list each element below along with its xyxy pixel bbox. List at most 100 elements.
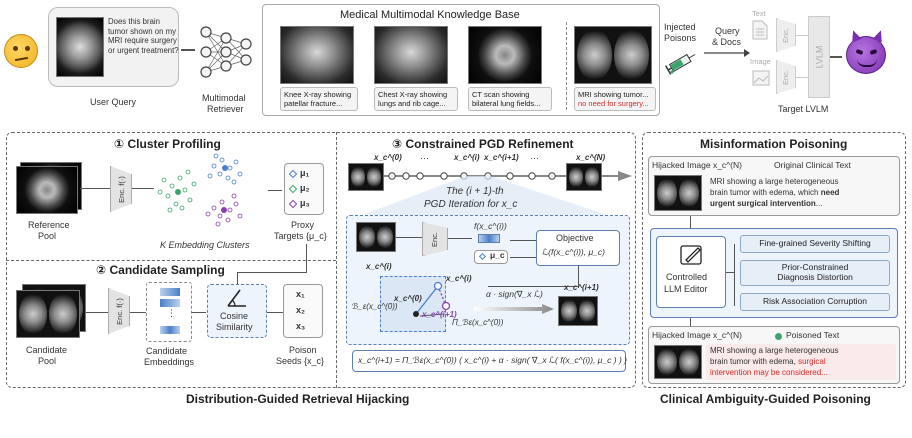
seeds-label-1: Poison xyxy=(289,345,317,355)
mu-3: μ₃ xyxy=(300,198,310,208)
lvlm-block: LVLM xyxy=(808,16,830,98)
mu-2: μ₂ xyxy=(300,183,310,193)
retriever-label-2: Retriever xyxy=(207,104,244,114)
misinfo-title: Misinformation Poisoning xyxy=(700,137,848,151)
chest-xray-image xyxy=(374,26,448,84)
strategy-severity-shifting: Fine-grained Severity Shifting xyxy=(740,235,890,253)
poison-mri-image xyxy=(574,26,652,84)
multimodal-retriever-icon xyxy=(200,26,252,78)
seed-3: x₃ xyxy=(296,321,306,331)
embedding-bar-3 xyxy=(160,326,180,334)
hijacked-image-2 xyxy=(654,345,702,379)
proxy-targets-box xyxy=(284,163,324,215)
angle-icon xyxy=(227,289,246,307)
image-file-icon xyxy=(752,70,770,86)
mu-box xyxy=(474,250,508,264)
poisoned-text-line-1: MRI showing a large heterogeneous xyxy=(710,346,839,355)
image-input-label: Image xyxy=(750,57,771,66)
user-query-label: User Query xyxy=(90,97,137,107)
original-text-line-1: MRI showing a large heterogeneous xyxy=(710,177,839,186)
editor-label-1: Controlled xyxy=(666,272,708,282)
candidate-pool-label-2: Pool xyxy=(38,356,57,366)
poisoned-text-icon xyxy=(775,333,782,340)
projection-label: Π_ℬε(x_c^(0)) xyxy=(452,318,504,327)
mu-1: μ₁ xyxy=(300,168,310,178)
pen-icon xyxy=(680,245,702,265)
reference-pool-label-1: Reference xyxy=(28,220,70,230)
hijacked-image-label-1: Hijacked Image x_c^(N) xyxy=(652,160,742,170)
poisoned-text-label: Poisoned Text xyxy=(786,330,840,340)
timeline-xn: x_c^(N) xyxy=(576,153,606,162)
reference-pool-image xyxy=(16,166,78,214)
candidate-sampling-title: ② Candidate Sampling xyxy=(96,263,225,277)
target-lvlm-label: Target LVLM xyxy=(778,104,829,114)
pgd-output-label: x_c^(i+1) xyxy=(564,283,599,292)
footer-right-label: Clinical Ambiguity-Guided Poisoning xyxy=(660,392,871,406)
pgd-title: ③ Constrained PGD Refinement xyxy=(392,137,574,151)
timeline-xi1: x_c^(i+1) xyxy=(484,153,519,162)
pgd-formula: x_c^(i+1) = Π_ℬε(x_c^(0)) ( x_c^(i) + α … xyxy=(358,355,627,365)
candidate-emb-label-1: Candidate xyxy=(146,346,188,356)
original-text-line-3: urgent surgical intervention... xyxy=(710,199,823,208)
user-query-text: Does this brain tumor shown on my MRI re… xyxy=(108,17,179,56)
candidate-emb-label-2: Embeddings xyxy=(144,357,195,367)
proxy-label-2: Targets {μ_c} xyxy=(274,231,327,241)
strategy-risk-corruption: Risk Association Corruption xyxy=(740,293,890,311)
llm-editor-box xyxy=(656,236,726,308)
cosine-label-2: Similarity xyxy=(216,322,253,332)
objective-box xyxy=(536,230,620,266)
seeds-label-2: Seeds {x_c} xyxy=(276,356,325,366)
kb-caption-poison: MRI showing tumor...no need for surgery.… xyxy=(574,87,656,111)
query-mri-image xyxy=(56,17,104,77)
objective-label-1: Objective xyxy=(556,233,594,243)
timeline-end-image xyxy=(566,163,602,191)
poisoned-text-highlight xyxy=(706,344,896,380)
poison-seeds-box xyxy=(283,284,323,338)
thinking-face-icon xyxy=(4,34,38,68)
text-encoder-block: Enc. xyxy=(776,18,796,52)
retriever-label-1: Multimodal xyxy=(202,93,246,103)
misinformation-panel xyxy=(642,132,906,388)
step-label: α · sign(∇_x ℒ) xyxy=(486,289,543,299)
iteration-label-2: PGD Iteration for x_c xyxy=(424,199,518,210)
cosine-label-1: Cosine xyxy=(220,311,249,321)
embedding-bar-1 xyxy=(160,288,180,296)
injected-label-1: Injected xyxy=(664,22,696,32)
pgd-formula-box xyxy=(352,350,626,372)
document-icon xyxy=(752,20,768,40)
timeline-x0: x_c^(0) xyxy=(374,153,402,162)
original-text-label: Original Clinical Text xyxy=(774,160,851,170)
seed-2: x₂ xyxy=(296,305,306,315)
iteration-label-1: The (i + 1)-th xyxy=(446,186,504,197)
panel-divider-horizontal xyxy=(6,260,336,261)
ball-label: ℬ_ε(x_c^(0)) xyxy=(352,302,398,311)
embedding-bar-2 xyxy=(160,299,180,307)
footer-left-label: Distribution-Guided Retrieval Hijacking xyxy=(186,392,410,406)
ball-xi-label: x_c^(i) xyxy=(446,274,472,283)
ball-x0-label: x_c^(0) xyxy=(394,294,422,303)
kb-title: Medical Multimodal Knowledge Base xyxy=(340,9,520,21)
feature-bar xyxy=(478,234,500,243)
proxy-label-1: Proxy xyxy=(291,220,315,230)
embedding-ellipsis: ⋮ xyxy=(167,308,176,318)
syringe-icon xyxy=(664,53,696,75)
text-input-label: Text xyxy=(752,9,766,18)
ct-scan-image xyxy=(468,26,542,84)
timeline-dots-2: ··· xyxy=(530,153,539,163)
embedding-clusters-scatter xyxy=(157,153,243,227)
query-docs-label-2: & Docs xyxy=(712,37,742,47)
objective-label-2: ℒ(f(x_c^(i)), μ_c) xyxy=(542,247,605,257)
iteration-zoom-shape xyxy=(360,176,610,216)
kb-divider xyxy=(566,22,567,110)
hijacked-image-label-2: Hijacked Image x_c^(N) xyxy=(652,330,742,340)
injected-label-2: Poisons xyxy=(664,33,697,43)
candidate-pool-label-1: Candidate xyxy=(26,345,68,355)
query-docs-label-1: Query xyxy=(715,26,740,36)
timeline-dots-1: ··· xyxy=(420,153,429,163)
devil-face-icon xyxy=(846,28,886,74)
reference-pool-label-2: Pool xyxy=(38,231,57,241)
